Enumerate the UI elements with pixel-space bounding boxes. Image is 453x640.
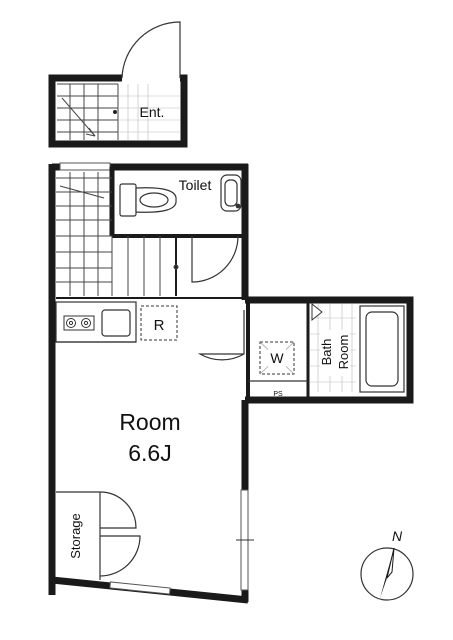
- bathtub-icon: [359, 305, 405, 393]
- refrigerator-label: R: [154, 317, 165, 334]
- toilet-room: Toilet: [109, 167, 245, 283]
- wash-area: W PS Bath Room: [197, 300, 405, 400]
- kitchen: R: [55, 301, 178, 343]
- front-door[interactable]: [121, 21, 181, 79]
- door-gap: [122, 73, 180, 83]
- toilet-label: Toilet: [179, 177, 212, 193]
- room-name: Room: [119, 409, 180, 435]
- storage-door-upper[interactable]: [99, 491, 137, 529]
- bath-label-line1: Bath: [319, 339, 334, 366]
- north-arrow-icon: N: [360, 528, 414, 601]
- entrance-label: Ent.: [140, 104, 165, 120]
- hand-basin-icon: [220, 174, 242, 212]
- entrance-area: Ent.: [48, 21, 188, 148]
- room-size: 6.6J: [128, 440, 171, 466]
- toilet-icon: [119, 183, 177, 217]
- entrance-walls: [48, 74, 188, 148]
- storage-closet: Storage: [56, 491, 141, 580]
- toilet-door[interactable]: [191, 235, 239, 283]
- windows: [59, 162, 254, 595]
- bath-triangle: [311, 302, 323, 322]
- washer-label: W: [270, 350, 284, 366]
- pipe-space-label: PS: [273, 391, 283, 398]
- entrance-stairs: [57, 83, 119, 140]
- entrance-dot: [113, 110, 117, 114]
- storage-label: Storage: [68, 513, 83, 559]
- washroom-door[interactable]: [197, 310, 245, 361]
- internal-stairs: [56, 172, 179, 296]
- entrance-tiles: [118, 84, 180, 140]
- two-burner-stove-icon: [63, 315, 95, 331]
- storage-door-lower[interactable]: [99, 535, 141, 577]
- bath-label-line2: Room: [336, 335, 351, 370]
- refrigerator-space: [140, 305, 178, 341]
- kitchen-sink-icon: [101, 309, 131, 337]
- north-label: N: [392, 528, 403, 544]
